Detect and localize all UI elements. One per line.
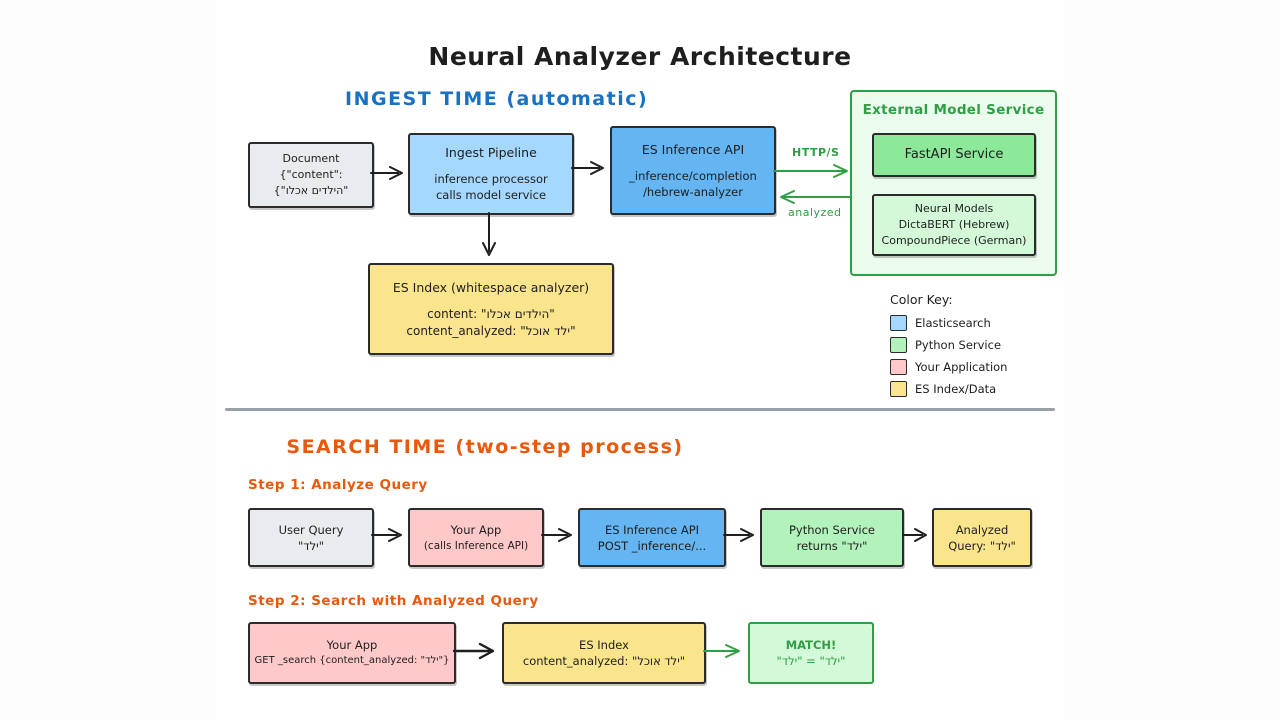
- your-app-step2-line: GET _search {content_analyzed: "ילד"}: [254, 655, 450, 666]
- neural-models-box: Neural Models DictaBERT (Hebrew) Compoun…: [872, 194, 1036, 256]
- arrow-pipeline-to-index: [482, 212, 496, 256]
- python-service-swatch: [890, 337, 907, 353]
- es-index-data-swatch: [890, 381, 907, 397]
- color-key: Color Key: Elasticsearch Python Service …: [890, 292, 1007, 403]
- your-application-swatch: [890, 359, 907, 375]
- arrow-step1-1: [371, 528, 402, 542]
- es-inference-api-line: _inference/completion: [629, 168, 757, 183]
- color-key-entry: Your Application: [890, 359, 1007, 375]
- arrow-step2-1: [452, 642, 495, 660]
- section-divider: [225, 408, 1055, 411]
- ingest-time-heading: INGEST TIME (automatic): [345, 88, 649, 110]
- search-time-heading: SEARCH TIME (two-step process): [286, 436, 684, 458]
- es-inference-api-line: /hebrew-analyzer: [643, 184, 743, 199]
- es-index-step2-box: ES Index content_analyzed: "ילד אוכל": [502, 622, 706, 684]
- arrow-step1-4: [902, 528, 927, 542]
- step2-label: Step 2: Search with Analyzed Query: [248, 593, 539, 609]
- es-inference-step1-box: ES Inference API POST _inference/...: [578, 508, 726, 567]
- arrow-http-request: [773, 164, 848, 178]
- page-title: Neural Analyzer Architecture: [428, 42, 852, 71]
- arrow-pipeline-to-inference: [571, 161, 604, 175]
- diagram-canvas: Neural Analyzer Architecture INGEST TIME…: [216, 0, 1064, 720]
- your-app-step2-box: Your App GET _search {content_analyzed: …: [248, 622, 456, 684]
- external-model-service-title: External Model Service: [862, 102, 1045, 118]
- neural-models-line: DictaBERT (Hebrew): [898, 218, 1010, 231]
- match-line: MATCH!: [785, 638, 837, 652]
- python-service-line: returns "ילד": [796, 538, 868, 553]
- your-app-step1-line: Your App: [450, 522, 502, 537]
- analyzed-query-line: Analyzed: [955, 522, 1009, 537]
- document-line: {"content":: [279, 168, 343, 181]
- python-service-box: Python Service returns "ילד": [760, 508, 904, 567]
- arrow-step1-3: [723, 528, 754, 542]
- color-key-label: Python Service: [915, 338, 1002, 352]
- es-index-ingest-box: ES Index (whitespace analyzer) content: …: [368, 263, 614, 355]
- color-key-entry: Python Service: [890, 337, 1007, 353]
- es-index-ingest-line: content: "הילדים אכלו": [427, 306, 555, 321]
- match-box: MATCH! "ילד" = "ילד": [748, 622, 874, 684]
- your-app-step1-line: (calls Inference API): [423, 539, 529, 552]
- color-key-entry: Elasticsearch: [890, 315, 1007, 331]
- fastapi-service-box: FastAPI Service: [872, 133, 1036, 177]
- color-key-entry: ES Index/Data: [890, 381, 1007, 397]
- es-inference-step1-line: ES Inference API: [604, 522, 700, 537]
- neural-models-line: CompoundPiece (German): [881, 234, 1027, 247]
- ingest-pipeline-line: calls model service: [435, 188, 547, 202]
- es-index-ingest-title: ES Index (whitespace analyzer): [392, 279, 590, 295]
- user-query-line: User Query: [278, 522, 344, 537]
- match-line: "ילד" = "ילד": [776, 654, 846, 668]
- external-model-service-container: External Model Service FastAPI Service N…: [850, 90, 1057, 276]
- color-key-label: Your Application: [915, 360, 1008, 374]
- analyzed-arrow-label: analyzed: [788, 206, 842, 219]
- ingest-pipeline-box: Ingest Pipeline inference processor call…: [408, 133, 574, 215]
- arrow-analyzed-response: [780, 190, 855, 204]
- your-app-step2-line: Your App: [326, 638, 378, 652]
- color-key-label: Elasticsearch: [915, 316, 991, 330]
- es-inference-step1-line: POST _inference/...: [597, 538, 707, 553]
- es-inference-api-title: ES Inference API: [641, 141, 745, 157]
- color-key-title: Color Key:: [890, 292, 953, 307]
- color-key-label: ES Index/Data: [915, 382, 997, 396]
- es-inference-api-box: ES Inference API _inference/completion /…: [610, 126, 776, 215]
- neural-models-line: Neural Models: [914, 202, 994, 215]
- http-arrow-label: HTTP/S: [792, 146, 840, 159]
- es-index-step2-line: ES Index: [579, 638, 629, 652]
- document-line: "הילדים אכלו"}: [273, 184, 349, 197]
- analyzed-query-line: Query: "ילד": [948, 538, 1016, 553]
- analyzed-query-box: Analyzed Query: "ילד": [932, 508, 1032, 567]
- es-index-ingest-line: content_analyzed: "ילד אוכל": [406, 323, 576, 338]
- step1-label: Step 1: Analyze Query: [248, 477, 428, 493]
- elasticsearch-swatch: [890, 315, 907, 331]
- document-box: Document {"content": "הילדים אכלו"}: [248, 142, 374, 208]
- document-line: Document: [282, 152, 340, 165]
- your-app-step1-box: Your App (calls Inference API): [408, 508, 544, 567]
- fastapi-service-label: FastAPI Service: [904, 147, 1004, 162]
- python-service-line: Python Service: [788, 522, 876, 537]
- arrow-step1-2: [541, 528, 572, 542]
- ingest-pipeline-line: inference processor: [434, 172, 548, 186]
- arrow-document-to-pipeline: [370, 166, 403, 180]
- arrow-step2-2: [703, 644, 740, 658]
- user-query-line: "ילד": [298, 538, 324, 553]
- user-query-box: User Query "ילד": [248, 508, 374, 567]
- es-index-step2-line: content_analyzed: "ילד אוכל": [522, 654, 686, 668]
- ingest-pipeline-title: Ingest Pipeline: [445, 145, 537, 160]
